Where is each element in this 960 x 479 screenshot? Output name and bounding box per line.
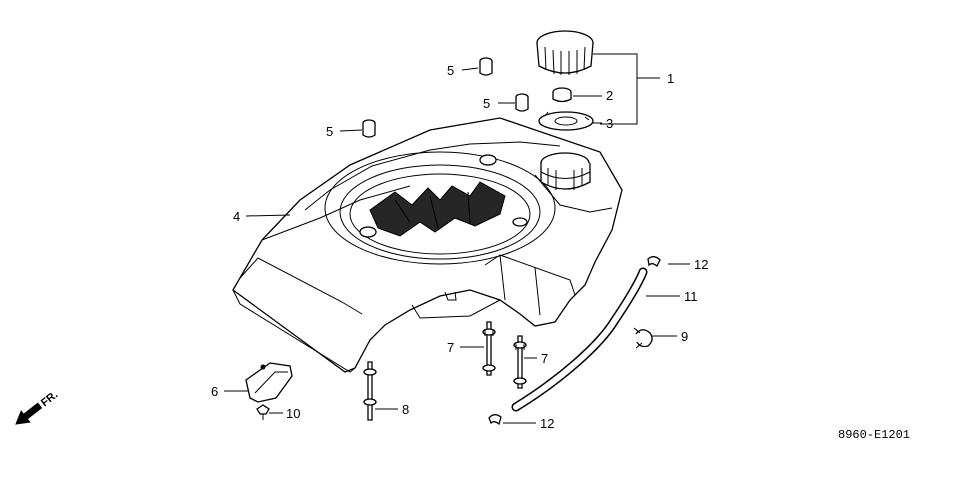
callout-5-left: 5	[326, 124, 333, 139]
front-label: FR.	[39, 389, 60, 409]
callout-7-right: 7	[541, 351, 548, 366]
tank-neck	[540, 152, 591, 190]
collar-upper	[479, 57, 493, 76]
collar-middle	[515, 93, 529, 112]
callout-12-lower: 12	[540, 416, 554, 431]
gasket	[552, 87, 572, 103]
wire-clip-9	[633, 327, 653, 349]
stud-bolt-left	[482, 321, 496, 376]
fuel-cap	[536, 30, 594, 75]
callout-2: 2	[606, 88, 613, 103]
callout-3: 3	[606, 116, 613, 131]
callout-12-upper: 12	[694, 257, 708, 272]
stud-bolt-8	[363, 361, 377, 421]
collar-left	[362, 119, 376, 138]
callout-9: 9	[681, 329, 688, 344]
tube-clip-upper	[647, 256, 661, 268]
callout-5-middle: 5	[483, 96, 490, 111]
front-direction-marker: FR.	[15, 389, 60, 425]
fuel-tube	[511, 267, 648, 412]
callout-8: 8	[402, 402, 409, 417]
callout-4: 4	[233, 209, 240, 224]
leader-lines	[224, 53, 690, 424]
stud-bolt-right	[513, 335, 527, 389]
callout-7-left: 7	[447, 340, 454, 355]
arrow-icon	[15, 402, 43, 425]
callout-10: 10	[286, 406, 300, 421]
cover-body	[232, 117, 623, 373]
tube-clip-lower	[488, 414, 502, 426]
bracket	[245, 362, 293, 403]
callout-11: 11	[684, 289, 698, 304]
strainer	[538, 111, 594, 131]
screw-10	[256, 404, 270, 420]
diagram-code: 8960-E1201	[838, 428, 910, 442]
callout-labels: 1 2 3 4 5 5 5 6 7 7 8 9 10 11 12 12	[211, 63, 708, 431]
callout-6: 6	[211, 384, 218, 399]
callout-1: 1	[667, 71, 674, 86]
callout-5-upper: 5	[447, 63, 454, 78]
